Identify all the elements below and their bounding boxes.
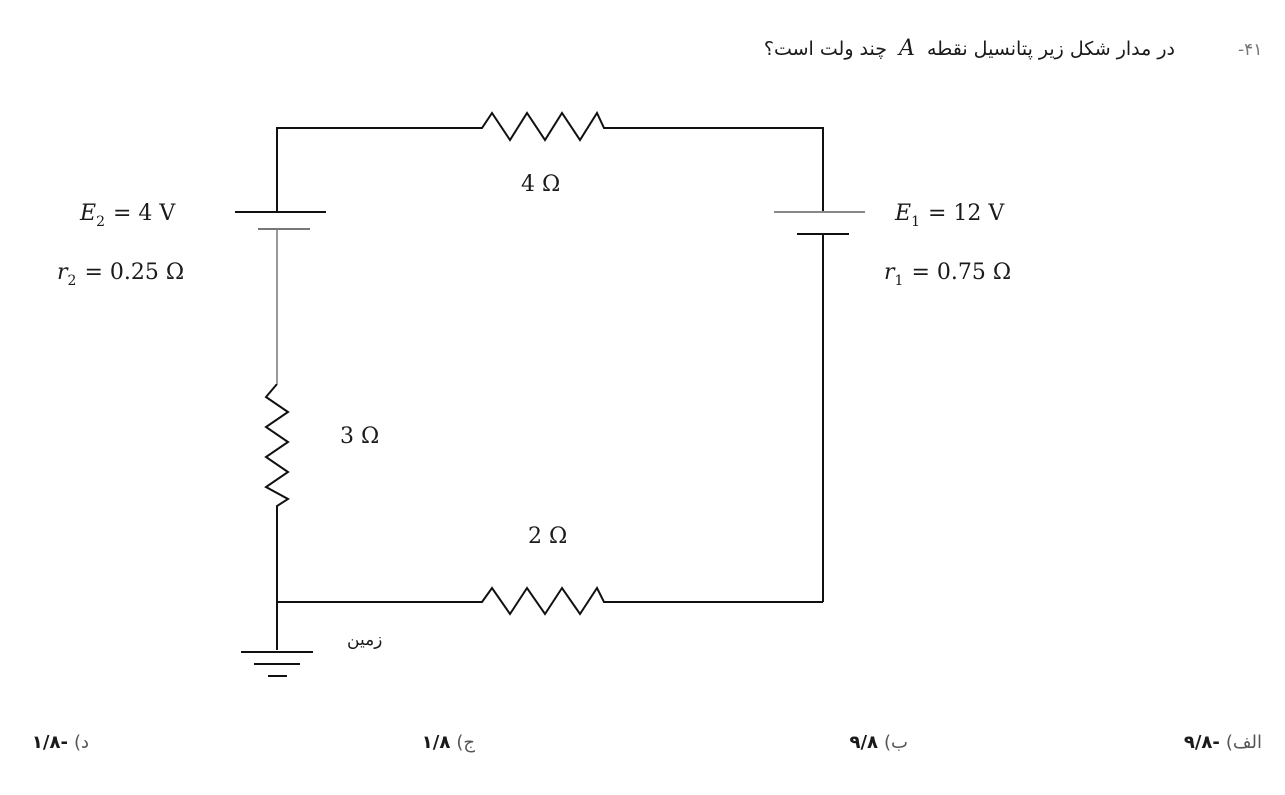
option-d-value: -۱/۸ xyxy=(31,732,68,753)
right-battery-emf-label: E1 = 12 V xyxy=(894,201,1005,230)
left-emf-symbol: E xyxy=(79,201,96,226)
right-emf-symbol: E xyxy=(894,201,911,226)
option-c-value: ۱/۸ xyxy=(421,732,451,753)
option-b[interactable]: ب)۹/۸ xyxy=(849,732,908,753)
option-b-letter: ب) xyxy=(884,732,908,753)
question-text-part1: در مدار شکل زیر پتانسیل نقطه xyxy=(926,38,1175,60)
option-c[interactable]: ج)۱/۸ xyxy=(422,732,475,753)
left-resistor-wire xyxy=(264,383,290,650)
right-emf-subscript: 1 xyxy=(911,214,920,230)
bottom-wire xyxy=(277,585,823,616)
left-r-subscript: 2 xyxy=(68,273,77,289)
question-number: -۴۱ xyxy=(1238,40,1263,60)
option-c-letter: ج) xyxy=(456,732,475,753)
question-text-part2: چند ولت است؟ xyxy=(763,38,887,60)
option-b-value: ۹/۸ xyxy=(849,732,879,753)
option-d[interactable]: د)-۱/۸ xyxy=(32,732,89,753)
left-r-value: = 0.25 Ω xyxy=(84,260,184,285)
right-emf-value: = 12 V xyxy=(928,201,1005,226)
top-resistor-label: 4 Ω xyxy=(521,172,560,197)
option-d-letter: د) xyxy=(73,732,89,753)
ground-label: زمین xyxy=(347,630,382,650)
left-resistor-label: 3 Ω xyxy=(340,424,379,449)
right-r-subscript: 1 xyxy=(895,273,904,289)
option-a-value: -۹/۸ xyxy=(1183,732,1220,753)
left-emf-subscript: 2 xyxy=(96,214,105,230)
right-battery-r-label: r1 = 0.75 Ω xyxy=(884,260,1011,289)
left-battery-emf-label: E2 = 4 V xyxy=(79,201,176,230)
left-r-symbol: r xyxy=(57,260,69,285)
left-battery-r-label: r2 = 0.25 Ω xyxy=(57,260,184,289)
point-a-label: A xyxy=(899,36,915,61)
bottom-resistor-label: 2 Ω xyxy=(528,524,567,549)
option-a[interactable]: الف)-۹/۸ xyxy=(1184,732,1262,753)
question-text: در مدار شکل زیر پتانسیل نقطه A چند ولت ا… xyxy=(764,36,1175,61)
right-r-symbol: r xyxy=(884,260,896,285)
option-a-letter: الف) xyxy=(1225,732,1262,753)
right-r-value: = 0.75 Ω xyxy=(911,260,1011,285)
top-wire xyxy=(276,110,824,212)
left-emf-value: = 4 V xyxy=(113,201,176,226)
